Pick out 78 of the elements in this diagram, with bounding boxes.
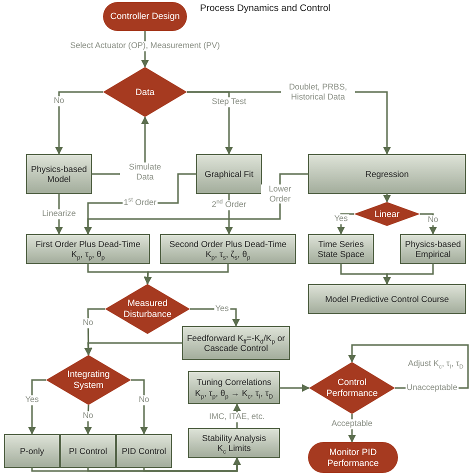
edge-label: No — [82, 318, 94, 328]
process-box — [26, 234, 150, 264]
edge-label: Yes — [24, 395, 40, 405]
diamond-text: Data — [135, 86, 154, 98]
arrow — [337, 213, 354, 235]
box-text: First Order Plus Dead-Time — [36, 238, 140, 249]
box-text: K$_{p}$, τ$_{s}$, ζ$_{s}$, θ$_{p}$ — [206, 249, 250, 260]
arrow — [84, 173, 308, 235]
edge-label: Select Actuator (OP), Measurement (PV) — [69, 41, 221, 51]
decision-diamond — [354, 202, 420, 226]
process-box — [188, 428, 280, 458]
edge-label: No — [426, 215, 440, 225]
process-box — [196, 154, 262, 194]
arrow — [280, 384, 310, 392]
process-box — [308, 234, 374, 264]
terminal-text: Monitor PID Performance — [326, 446, 380, 468]
arrow — [28, 379, 46, 435]
box-text: K$_{p}$, τ$_{p}$, θ$_{p}$ → K$_{c}$, τ$_{I}$, τ$_{D}$ — [194, 388, 274, 398]
decision-diamond — [46, 355, 131, 405]
box-text: Feedforward K$_{ff}$=-K$_{d}$/K$_{p}$ or Cascade Control — [186, 332, 286, 354]
box-text: Physics-based Empirical — [404, 238, 462, 260]
process-box — [160, 234, 296, 264]
process-box — [308, 154, 466, 194]
process-box — [182, 326, 290, 360]
edge-label: Doublet, PRBS, Historical Data — [281, 82, 355, 102]
process-box — [4, 434, 60, 468]
arrow — [144, 264, 229, 285]
process-box — [308, 284, 466, 314]
edge-label: No — [52, 96, 66, 106]
edge-label: Yes — [333, 214, 349, 224]
box-text: Second Order Plus Dead-Time — [169, 238, 287, 249]
box-text: Physics-based Model — [30, 164, 88, 184]
box-text: Model Predictive Control Course — [325, 294, 449, 304]
arrow — [131, 379, 148, 435]
edge-label: No — [82, 411, 94, 421]
process-box — [116, 434, 172, 468]
box-text: Time Series State Space — [316, 238, 366, 260]
edge-label: Step Test — [210, 97, 248, 107]
arrow — [190, 308, 240, 327]
decision-diamond — [105, 284, 190, 334]
process-box — [188, 371, 280, 404]
note-text: Adjust K$_{c}$, τ$_{I}$, τ$_{D}$ — [408, 358, 464, 368]
arrow — [84, 308, 105, 356]
diamond-text: Measured Disturbance — [122, 298, 173, 320]
edge-label: Unacceptable — [406, 383, 458, 393]
box-text: Stability Analysis — [202, 432, 266, 443]
box-text: Graphical Fit — [204, 168, 254, 180]
diamond-text: Linear — [374, 208, 400, 220]
box-text: K$_{p}$, τ$_{p}$, θ$_{p}$ — [71, 249, 105, 260]
edge-label: IMC, ITAE, etc. — [208, 412, 266, 422]
terminal-pill — [308, 442, 398, 473]
edge-label: Linearize — [41, 209, 77, 219]
process-box — [26, 154, 92, 194]
arrow — [84, 342, 182, 356]
box-text: PID Control — [122, 446, 166, 456]
decision-diamond — [309, 362, 395, 414]
box-text: K$_{c}$ Limits — [217, 443, 251, 454]
arrow — [55, 91, 103, 155]
diamond-text: Integrating System — [66, 369, 111, 391]
box-text: Tuning Correlations — [196, 377, 272, 388]
diagram-title: Process Dynamics and Control — [200, 3, 330, 14]
arrow — [143, 457, 241, 472]
diamond-text: Control Performance — [325, 377, 379, 399]
box-text: PI Control — [68, 446, 108, 456]
edge-label: Acceptable — [330, 419, 374, 429]
arrow — [383, 264, 434, 285]
edge-label: No — [138, 395, 150, 405]
process-box — [400, 234, 466, 264]
terminal-pill — [103, 2, 187, 31]
arrow — [383, 194, 391, 203]
terminal-text: Controller Design — [110, 11, 180, 22]
edge-label: Yes — [214, 304, 230, 314]
process-box — [60, 434, 116, 468]
edge-label: 1$^{st}$ Order — [122, 198, 158, 208]
box-text: P-only — [20, 446, 44, 456]
edge-label: 2$^{nd}$ Order — [210, 200, 248, 210]
box-text: Regression — [365, 168, 409, 180]
decision-diamond — [103, 67, 187, 117]
